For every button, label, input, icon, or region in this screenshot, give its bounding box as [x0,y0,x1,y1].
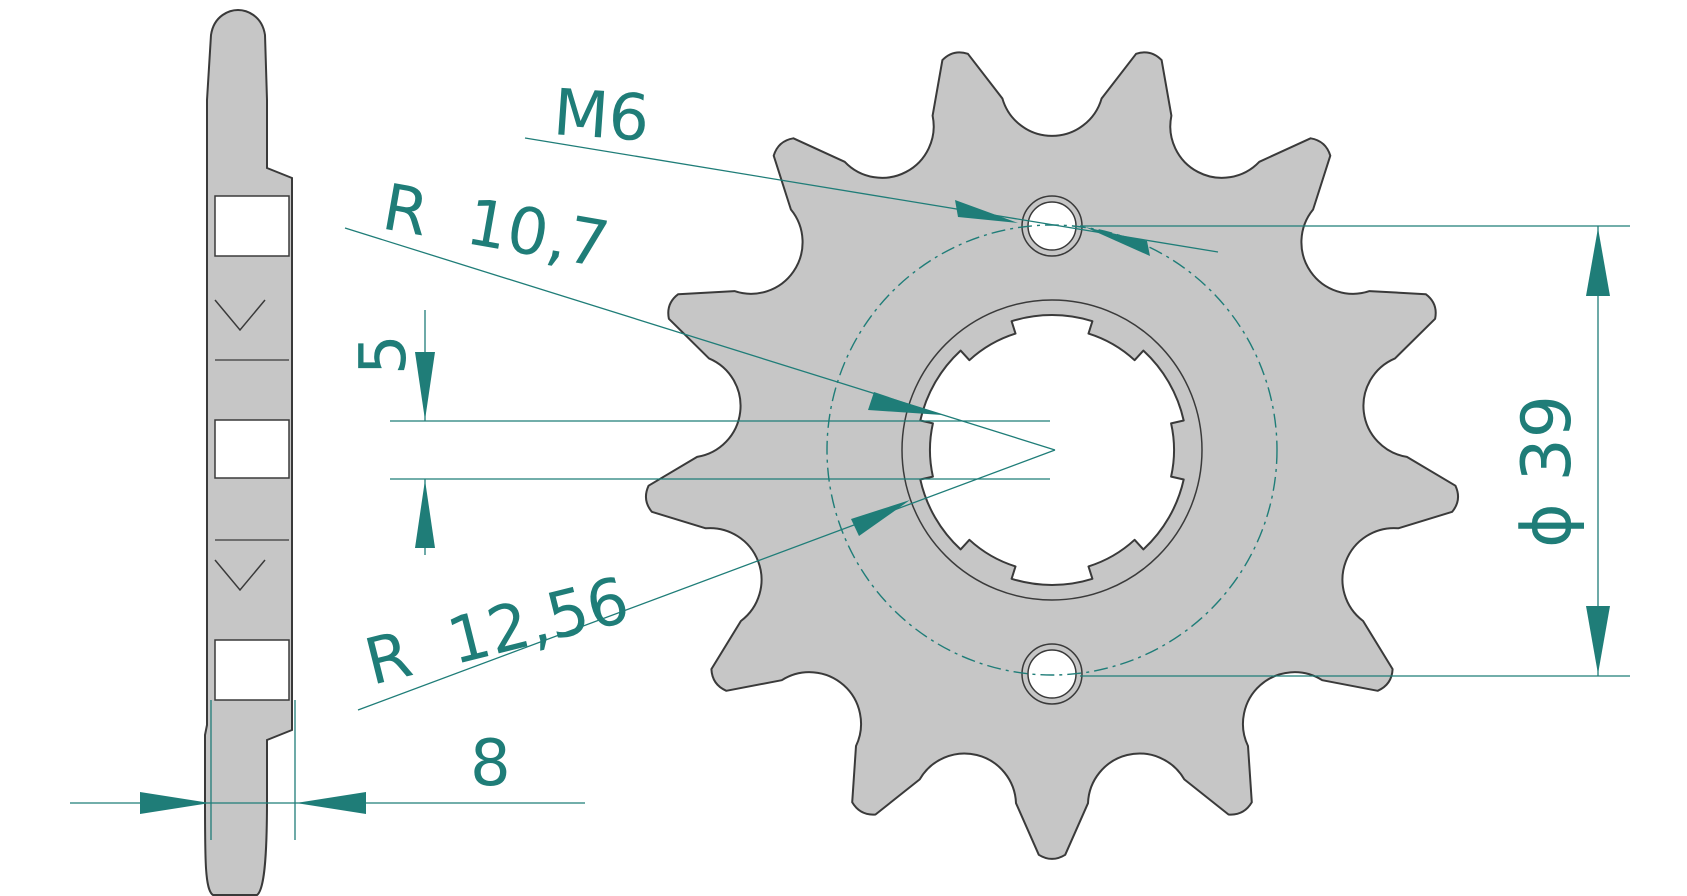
dia39-arrow-top [1586,228,1610,296]
side-chamfer-2 [214,559,266,592]
dim5-arrow-bottom [415,480,435,548]
dimensions [70,137,1630,840]
dim8-arrow-left [140,792,210,814]
label-spline-width: 5 [347,334,421,375]
dim5-arrow-top [415,352,435,420]
side-slot-1 [214,195,290,257]
label-outer-radius: R 12,56 [358,564,636,701]
r107-arrow [868,392,942,415]
r1256-leader [357,449,1056,711]
label-thickness: 8 [470,727,511,801]
r1256-arrow [851,500,910,536]
spline-bore [919,314,1185,586]
side-slot-3 [214,639,290,701]
dim8-arrow-right [296,792,366,814]
m6-arrow-right [1085,227,1150,256]
mounting-hole-1 [1027,201,1077,251]
r107-leader [344,227,1056,451]
side-chamfer-1 [214,299,266,332]
m6-arrow-left [955,200,1018,223]
label-bolt-circle: ϕ 39 [1508,395,1587,548]
side-view [204,8,293,896]
front-view [644,51,1460,860]
side-slot-2 [214,419,290,479]
dia39-arrow-bottom [1586,606,1610,674]
label-inner-radius: R 10,7 [377,171,614,283]
sprocket-holes [1021,195,1083,705]
label-thread: M6 [551,76,652,157]
